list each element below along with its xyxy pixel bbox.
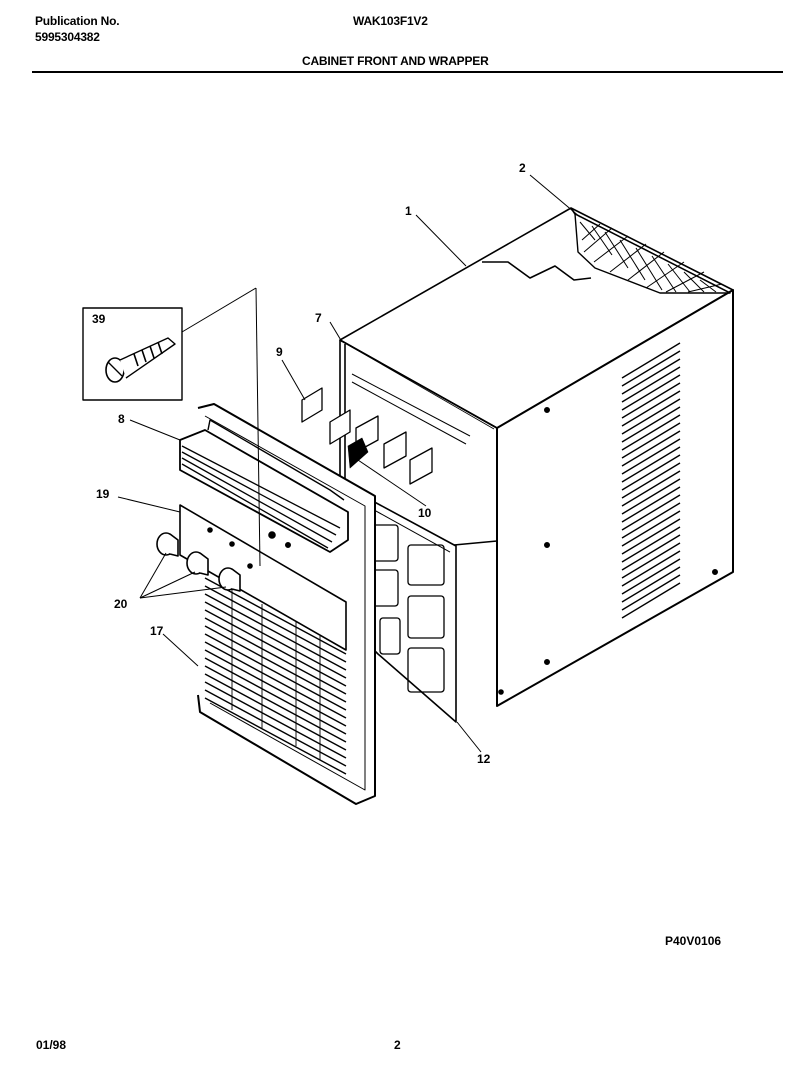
callout-2: 2 <box>519 161 526 175</box>
page-number: 2 <box>394 1038 401 1052</box>
control-panel <box>179 504 347 651</box>
publication-number: 5995304382 <box>35 30 100 44</box>
side-louvres <box>621 342 681 619</box>
callout-39: 39 <box>92 312 106 326</box>
callout-19: 19 <box>96 487 110 501</box>
callout-20: 20 <box>114 597 128 611</box>
drawing-code: P40V0106 <box>665 934 722 948</box>
callout-7: 7 <box>315 311 322 325</box>
callout-17: 17 <box>150 624 164 638</box>
callout-12: 12 <box>477 752 491 766</box>
callout-1: 1 <box>405 204 412 218</box>
leader-lines <box>117 174 581 753</box>
callout-9: 9 <box>276 345 283 359</box>
callout-8: 8 <box>118 412 125 426</box>
header-rule <box>32 71 783 73</box>
section-title: CABINET FRONT AND WRAPPER <box>302 54 489 68</box>
publication-label: Publication No. <box>35 14 120 28</box>
model-number: WAK103F1V2 <box>353 14 428 28</box>
mounting-brackets <box>301 387 433 485</box>
screw-inset <box>82 307 183 401</box>
callout-10: 10 <box>418 506 432 520</box>
control-knobs <box>156 532 241 592</box>
rear-grille-mesh <box>574 213 731 294</box>
front-grille-bars <box>204 577 347 775</box>
date-code: 01/98 <box>36 1038 67 1052</box>
